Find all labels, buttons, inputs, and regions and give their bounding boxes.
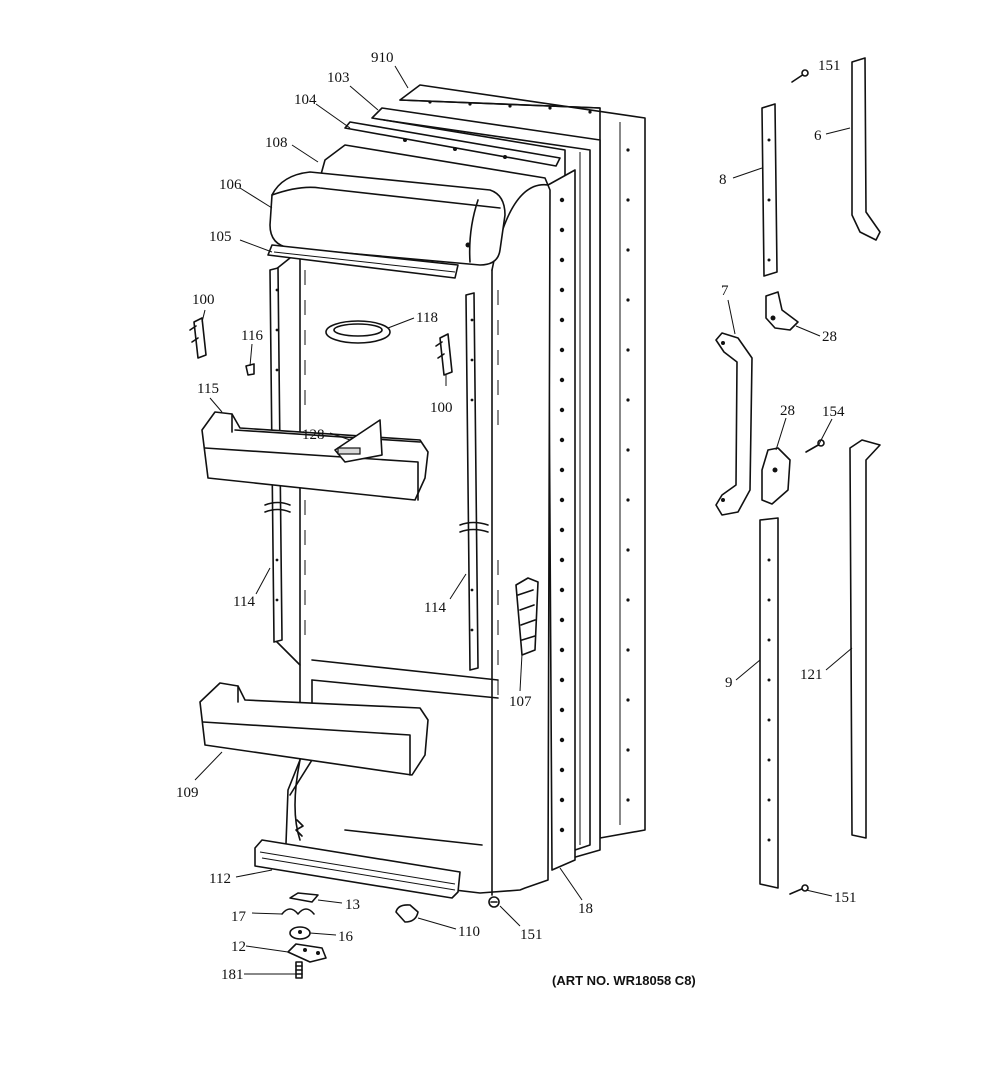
callout-105: 105 — [209, 229, 232, 245]
door-bin-109 — [199, 682, 429, 776]
callout-8: 8 — [719, 172, 727, 188]
callout-18: 18 — [578, 901, 593, 917]
callout-9: 9 — [725, 675, 733, 691]
callout-104: 104 — [294, 92, 317, 108]
hinge-28-top — [765, 291, 799, 331]
callout-154: 154 — [822, 404, 845, 420]
callout-115: 115 — [197, 381, 219, 397]
callout-labels: 910 103 104 108 106 105 100 116 118 100 … — [176, 50, 857, 988]
bin-support-right — [435, 333, 453, 376]
callout-110: 110 — [458, 924, 480, 940]
trim-121 — [849, 439, 881, 839]
bottom-trim-112 — [254, 839, 461, 899]
trim-6 — [851, 57, 881, 241]
callout-13: 13 — [345, 897, 360, 913]
callout-103: 103 — [327, 70, 350, 86]
screw-151-bottom — [488, 896, 500, 908]
door-bin-115 — [201, 411, 429, 501]
dairy-door-base — [267, 244, 459, 279]
hinge-plate-13 — [289, 892, 319, 903]
callout-114-right: 114 — [424, 600, 446, 616]
hinge-bushing-16 — [289, 926, 311, 940]
callout-7: 7 — [721, 283, 729, 299]
callout-28-top: 28 — [822, 329, 837, 345]
door-gasket — [371, 107, 601, 861]
divider-128 — [334, 419, 383, 463]
callout-100-left: 100 — [192, 292, 215, 308]
bracket-107 — [515, 577, 539, 656]
screw-151-top — [791, 69, 809, 83]
callout-112: 112 — [209, 871, 231, 887]
callout-100-right: 100 — [430, 400, 453, 416]
callout-17: 17 — [231, 909, 247, 925]
screw-181 — [295, 961, 303, 979]
cap-110 — [395, 904, 419, 923]
callout-106: 106 — [219, 177, 242, 193]
dairy-door — [269, 171, 506, 266]
outer-door-panel — [399, 84, 646, 839]
callout-151-bottom: 151 — [520, 927, 543, 943]
callout-181: 181 — [221, 967, 244, 983]
callout-107: 107 — [509, 694, 532, 710]
callout-116: 116 — [241, 328, 263, 344]
top-cap-104 — [344, 121, 561, 167]
hinge-28-middle — [761, 447, 791, 505]
art-number: (ART NO. WR18058 C8) — [552, 973, 696, 988]
callout-12: 12 — [231, 939, 246, 955]
screw-151-lower — [789, 884, 809, 895]
liner-frame-strip — [547, 169, 576, 871]
callout-108: 108 — [265, 135, 288, 151]
clip-116 — [245, 363, 255, 376]
callout-151-top: 151 — [818, 58, 841, 74]
bin-support-left — [189, 317, 207, 359]
callout-118: 118 — [416, 310, 438, 326]
trim-9 — [759, 517, 779, 889]
callout-910: 910 — [371, 50, 394, 66]
leader-lines — [194, 65, 853, 975]
bin-rail-right — [459, 292, 489, 671]
button-118 — [325, 320, 391, 344]
callout-114-left: 114 — [233, 594, 255, 610]
callout-121: 121 — [800, 667, 823, 683]
callout-151-lower: 151 — [834, 890, 857, 906]
door-handle-7 — [715, 332, 753, 516]
callout-6: 6 — [814, 128, 822, 144]
hinge-spring-17 — [281, 908, 315, 915]
callout-16: 16 — [338, 929, 354, 945]
trim-8 — [761, 103, 778, 277]
callout-109: 109 — [176, 785, 199, 801]
hinge-pin-12 — [287, 943, 327, 963]
callout-128: 128 — [302, 427, 325, 443]
callout-28-middle: 28 — [780, 403, 795, 419]
screw-154 — [805, 439, 825, 453]
